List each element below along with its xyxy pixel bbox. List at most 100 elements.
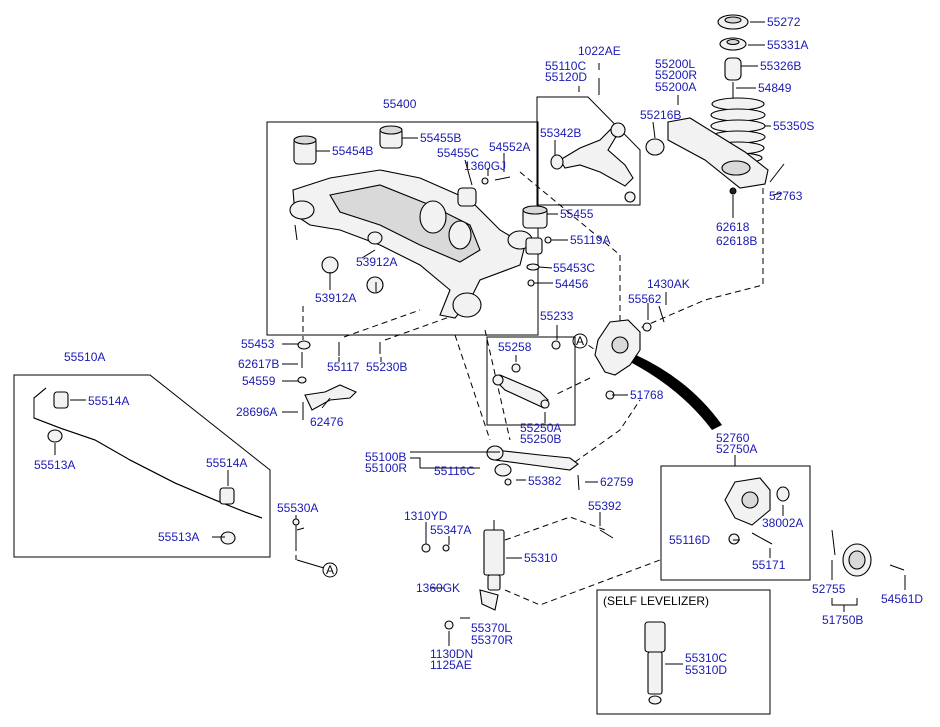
knuckle-assembly [724,477,790,545]
label-55230b: 55230B [366,360,407,374]
part-number-labels: 55272 55331A 55326B 54849 55350S 52763 6… [34,15,923,677]
label-55326b: 55326B [760,59,801,73]
ref-mark-a-text: A [576,334,584,348]
label-55370r: 55370R [471,633,513,647]
label-55200r: 55200R [655,68,697,82]
upper-arm-group-frame [536,96,641,206]
lower-arm-group-frame [486,336,576,426]
label-55120d: 55120D [545,70,587,84]
label-54456: 54456 [555,277,589,291]
label-52750a: 52750A [716,442,757,456]
label-55453c: 55453C [553,261,595,275]
self-levelizer-title: (SELF LEVELIZER) [603,594,709,608]
label-62617b: 62617B [238,357,279,371]
label-55100r: 55100R [365,461,407,475]
label-62618b: 62618B [716,234,757,248]
label-1430ak: 1430AK [647,277,690,291]
stabilizer-bar [33,387,300,548]
lower-control-arm [492,340,561,409]
label-55562: 55562 [628,292,662,306]
label-1360gj: 1360GJ [464,159,506,173]
leader-lines [54,21,906,665]
label-55382: 55382 [528,474,562,488]
stabilizer-group-frame [13,374,271,558]
label-55216b: 55216B [640,108,681,122]
label-62618: 62618 [716,220,750,234]
label-54559: 54559 [242,374,276,388]
label-55455b: 55455B [420,131,461,145]
crossmember-bushings [293,125,552,294]
label-55310: 55310 [524,551,558,565]
label-55110c: 55110C [545,59,586,73]
shock-absorber [421,520,614,630]
label-55370l: 55370L [471,621,511,635]
label-55250a: 55250A [520,421,561,435]
label-1022ae: 1022AE [578,44,621,58]
label-1125ae: 1125AE [430,658,472,672]
label-54552a: 54552A [489,140,530,154]
rear-crossmember [289,169,533,319]
label-52760: 52760 [716,431,750,445]
label-55119a: 55119A [570,233,610,247]
label-55513a-left: 55513A [34,458,75,472]
label-55454b: 55454B [332,144,373,158]
label-51750b: 51750B [822,613,863,627]
ref-mark-a-text: A [326,563,334,577]
label-55510a: 55510A [64,350,105,364]
coil-spring [710,97,766,164]
label-55200a: 55200A [655,80,696,94]
label-55100b: 55100B [365,450,406,464]
label-28696a: 28696A [236,405,277,419]
label-51768: 51768 [630,388,664,402]
label-62476: 62476 [310,415,344,429]
pointer-arrow [632,355,722,430]
upper-arm [550,78,636,203]
wheel-hub [831,529,905,577]
label-54561d: 54561D [881,592,923,606]
crossmember-fasteners [297,340,381,420]
trailing-arm [486,445,580,491]
label-1360gk: 1360GK [416,581,460,595]
label-55530a: 55530A [277,501,318,515]
label-55347a: 55347A [430,523,471,537]
label-55310d: 55310D [685,663,727,677]
label-62759: 62759 [600,475,634,489]
label-55514a-left: 55514A [88,394,129,408]
label-52755: 52755 [812,582,846,596]
label-55342b: 55342B [540,126,581,140]
label-38002a: 38002A [762,516,803,530]
spring-lower-arm [645,117,785,195]
label-55392: 55392 [588,499,622,513]
label-55453: 55453 [241,337,275,351]
ref-mark-a-stabilizer: A [322,562,338,578]
label-55258: 55258 [498,340,532,354]
label-55400: 55400 [383,97,417,111]
label-55200l: 55200L [655,57,695,71]
label-53912a-lower: 53912A [315,291,356,305]
label-55514a-right: 55514A [206,456,247,470]
label-55250b: 55250B [520,432,561,446]
label-55116d: 55116D [669,533,710,547]
label-1130dn: 1130DN [430,647,473,661]
label-55310c: 55310C [685,651,727,665]
label-1310yd: 1310YD [404,509,448,523]
label-55455c: 55455C [437,146,479,160]
label-53912a-upper: 53912A [356,255,397,269]
label-55331a: 55331A [767,38,808,52]
label-55350s: 55350S [773,119,814,133]
strut-mount-stack [717,14,749,98]
label-55513a-right: 55513A [158,530,199,544]
label-55116c: 55116C [434,464,475,478]
label-54849: 54849 [758,81,792,95]
label-55171: 55171 [752,558,786,572]
label-55117: 55117 [327,360,360,374]
self-levelizer-frame [596,589,771,715]
rear-knuckle [594,305,665,400]
self-levelizer-shock [644,621,666,705]
label-55272: 55272 [767,15,801,29]
label-55455: 55455 [560,207,594,221]
ref-mark-a-knuckle: A [572,333,588,349]
label-52763: 52763 [769,189,803,203]
label-55233: 55233 [540,309,574,323]
